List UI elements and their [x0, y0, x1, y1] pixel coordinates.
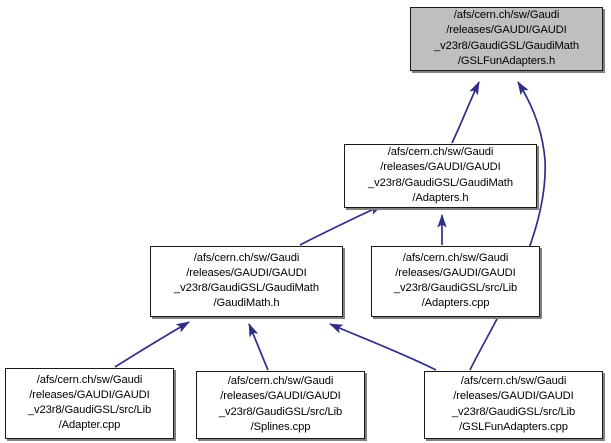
edge-splines-cpp-to-gaudimath-h: [248, 323, 269, 371]
node-adapters-cpp[interactable]: /afs/cern.ch/sw/Gaudi /releases/GAUDI/GA…: [371, 246, 540, 317]
node-label: /afs/cern.ch/sw/Gaudi /releases/GAUDI/GA…: [434, 9, 579, 67]
edge-gslfunadapters-cpp-to-gaudimath-h: [329, 323, 437, 371]
edge-gslfunadapters-cpp-to-gslfunadapters-h: [469, 81, 546, 371]
node-label: /afs/cern.ch/sw/Gaudi /releases/GAUDI/GA…: [451, 375, 576, 433]
node-gaudimath-h[interactable]: /afs/cern.ch/sw/Gaudi /releases/GAUDI/GA…: [150, 246, 343, 317]
edge-gaudimath-h-to-adapters-h: [299, 204, 383, 246]
edge-adapter-cpp-to-gaudimath-h: [114, 321, 190, 368]
node-label: /afs/cern.ch/sw/Gaudi /releases/GAUDI/GA…: [174, 251, 319, 310]
node-label: /afs/cern.ch/sw/Gaudi /releases/GAUDI/GA…: [393, 251, 518, 310]
node-adapter-cpp[interactable]: /afs/cern.ch/sw/Gaudi /releases/GAUDI/GA…: [5, 368, 174, 439]
node-gslfunadapters-h[interactable]: /afs/cern.ch/sw/Gaudi /releases/GAUDI/GA…: [410, 7, 603, 71]
node-splines-cpp[interactable]: /afs/cern.ch/sw/Gaudi /releases/GAUDI/GA…: [196, 371, 365, 439]
node-label: /afs/cern.ch/sw/Gaudi /releases/GAUDI/GA…: [27, 373, 152, 432]
node-label: /afs/cern.ch/sw/Gaudi /releases/GAUDI/GA…: [368, 146, 513, 204]
node-adapters-h[interactable]: /afs/cern.ch/sw/Gaudi /releases/GAUDI/GA…: [344, 144, 537, 208]
edge-adapters-h-to-gslfunadapters-h: [451, 81, 480, 144]
node-label: /afs/cern.ch/sw/Gaudi /releases/GAUDI/GA…: [218, 375, 343, 433]
node-gslfunadapters-cpp[interactable]: /afs/cern.ch/sw/Gaudi /releases/GAUDI/GA…: [424, 371, 603, 439]
